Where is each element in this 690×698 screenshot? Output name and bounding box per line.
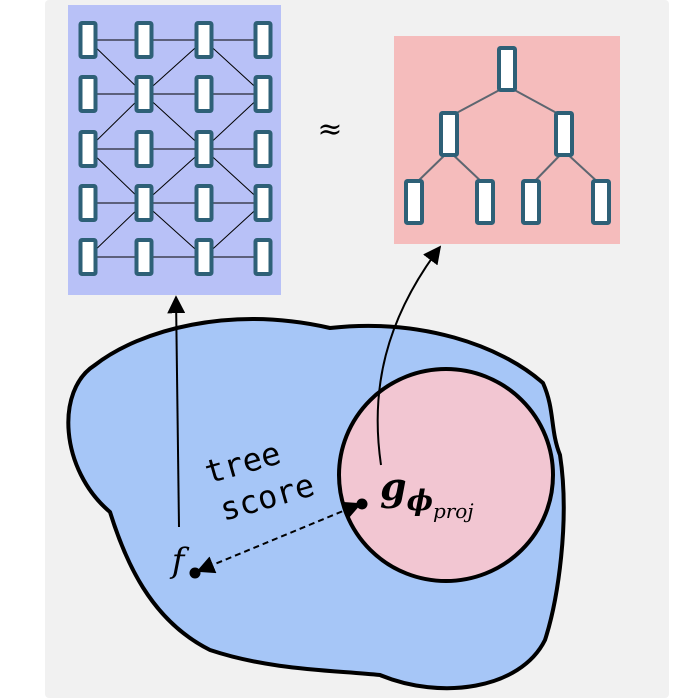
tree-node [497, 46, 517, 92]
network-edge [203, 202, 264, 258]
network-node [78, 130, 98, 168]
network-node [134, 21, 154, 59]
network-node [253, 238, 273, 276]
network-node [134, 238, 154, 276]
tree-edge [448, 85, 508, 118]
network-node [134, 184, 154, 222]
tree-nodes [404, 46, 611, 225]
tree-node [554, 111, 574, 157]
network-edge [143, 39, 205, 95]
network-node [253, 184, 273, 222]
network-node [134, 130, 154, 168]
network-edge [203, 39, 264, 95]
tree-node [439, 111, 459, 157]
network-node [194, 184, 214, 222]
point-g [356, 498, 368, 510]
tree-node [404, 179, 424, 225]
tree-subspace-circle [337, 367, 555, 583]
network-nodes [78, 21, 273, 276]
network-node [194, 75, 214, 113]
network-edge [143, 202, 205, 258]
arrow-f-to-network [167, 295, 186, 528]
point-f [189, 567, 201, 579]
network-edges [87, 39, 264, 258]
g-label-sub1: ϕ [407, 484, 433, 517]
network-node [194, 238, 214, 276]
g-label-sub2: proj [433, 499, 474, 523]
network-node [253, 130, 273, 168]
network-node [78, 21, 98, 59]
tree-node [521, 179, 541, 225]
network-node [78, 75, 98, 113]
network-node [78, 238, 98, 276]
network-edge [203, 148, 264, 204]
tree-edge [506, 85, 565, 118]
network-node [194, 21, 214, 59]
tree-node [475, 179, 495, 225]
approx-symbol: ≈ [317, 112, 342, 147]
network-node [78, 184, 98, 222]
network-edge [143, 93, 205, 150]
network-edge [143, 148, 205, 204]
tree-node [591, 179, 611, 225]
network-node [253, 21, 273, 59]
network-node [253, 75, 273, 113]
network-node [194, 130, 214, 168]
g-label-main: g [380, 464, 407, 509]
network-edge [203, 93, 264, 150]
arrow-g-to-tree [376, 245, 442, 466]
g-phi-proj-label: gϕproj [380, 464, 474, 523]
network-box [68, 5, 281, 295]
network-node [134, 75, 154, 113]
